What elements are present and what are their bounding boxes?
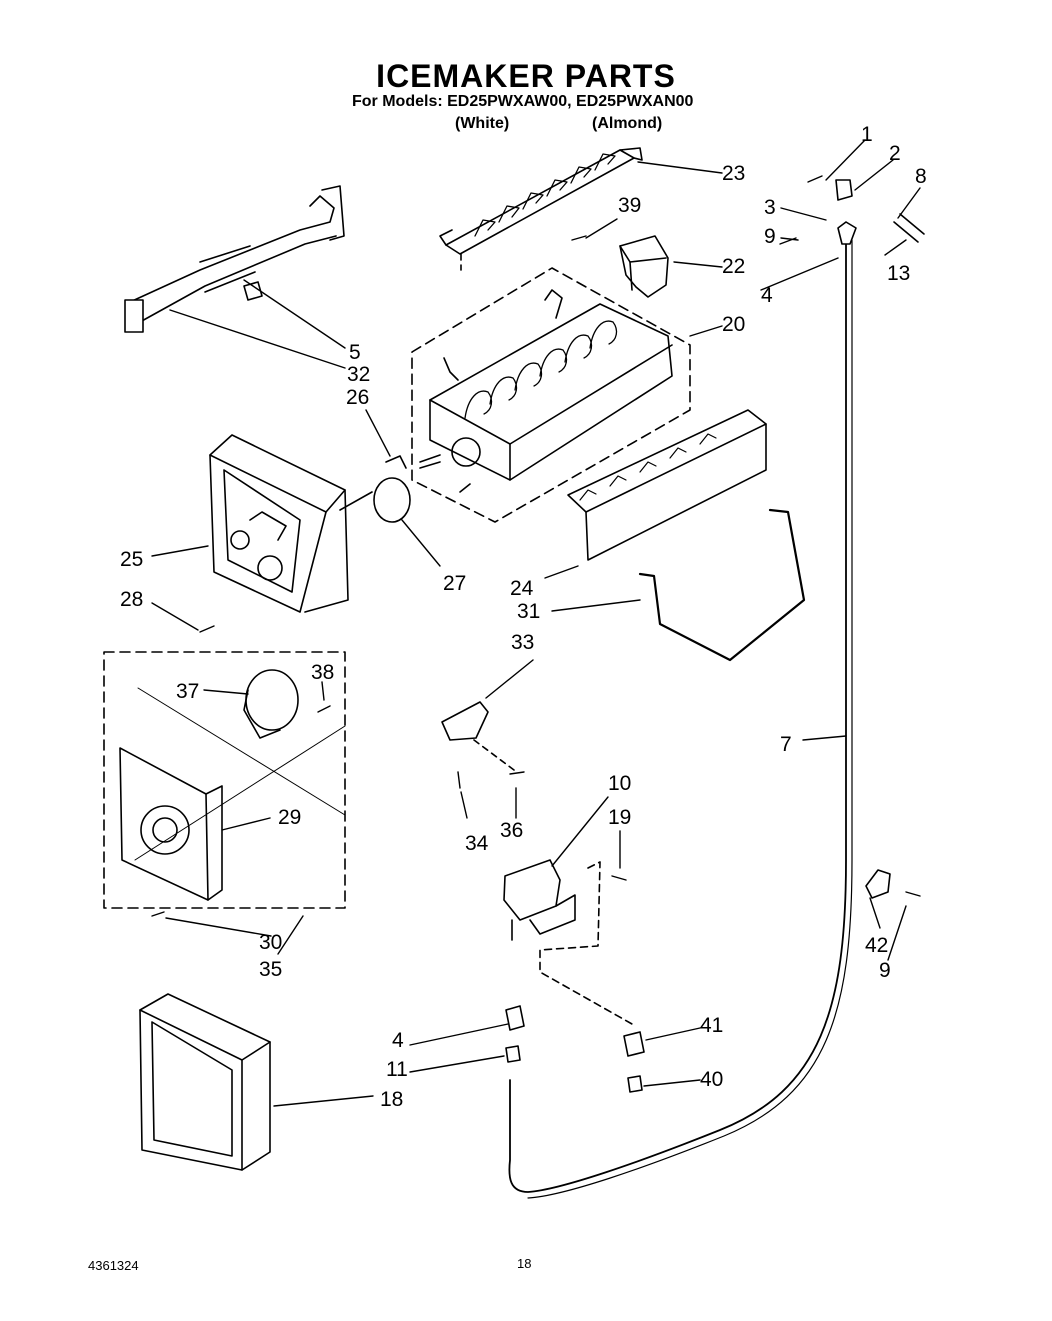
nut-part [505,1045,521,1063]
callout-33: 33 [511,631,535,654]
callout-9-top: 9 [764,225,776,248]
callout-31: 31 [517,600,541,623]
mold-assembly [419,289,673,493]
callout-10: 10 [608,772,632,795]
callout-7: 7 [780,733,792,756]
page-title: ICEMAKER PARTS [376,58,676,94]
fitting-part [837,221,857,245]
nut-right-part [627,1075,643,1093]
callout-11: 11 [386,1058,408,1081]
callout-35: 35 [259,958,283,981]
leader-lines [151,139,921,1107]
mold-outline [411,267,691,523]
callout-42: 42 [865,934,889,957]
callout-29: 29 [278,806,302,829]
inset-outline [103,651,346,909]
feeler-arm-part [638,508,806,662]
callout-23: 23 [722,162,746,185]
callout-4-bottom: 4 [392,1029,404,1052]
water-valve-part [503,859,576,941]
ejector-part [439,147,643,271]
callout-37: 37 [176,680,200,703]
callout-30: 30 [259,931,283,954]
water-tube-part [508,239,847,1193]
clamp-part [865,869,891,899]
variant-white: (White) [455,115,510,132]
cover-part [619,235,669,298]
shutoff-arm-part [567,409,767,561]
control-module-part [209,434,349,613]
callout-41: 41 [700,1014,724,1037]
callout-25: 25 [120,548,144,571]
callout-34: 34 [465,832,489,855]
inlet-fitting-part [835,179,853,201]
callout-9-bottom: 9 [879,959,891,982]
document-number: 4361324 [88,1258,139,1273]
tube-end-part [893,213,925,243]
callout-38: 38 [311,661,335,684]
tube-insert-right-part [623,1031,645,1057]
callout-22: 22 [722,255,746,278]
callout-32: 32 [347,363,371,386]
callout-26: 26 [346,386,370,409]
page-number: 18 [517,1256,532,1271]
gear-part [243,669,299,739]
callout-19: 19 [608,806,632,829]
callout-39: 39 [618,194,642,217]
tube-insert-part [505,1005,525,1031]
model-line: For Models: ED25PWXAW00, ED25PWXAN00 [352,93,694,110]
wire-harness-part [124,185,345,333]
callout-20: 20 [722,313,746,336]
ice-bin-part [139,993,271,1171]
callout-5: 5 [349,341,361,364]
motor-part [339,477,411,523]
mounting-plate-part [119,747,223,901]
clip-part [385,455,407,469]
variant-almond: (Almond) [592,115,663,132]
callout-18: 18 [380,1088,404,1111]
screws [151,175,921,917]
callout-24: 24 [510,577,534,600]
callout-13: 13 [887,262,911,285]
callout-8: 8 [915,165,927,188]
callout-2: 2 [889,142,901,165]
callout-40: 40 [700,1068,724,1091]
callout-3: 3 [764,196,776,219]
callout-36: 36 [500,819,524,842]
callout-28: 28 [120,588,144,611]
callout-27: 27 [443,572,467,595]
callout-1: 1 [861,123,873,146]
bracket-part [441,701,489,741]
callout-4-top: 4 [761,284,773,307]
